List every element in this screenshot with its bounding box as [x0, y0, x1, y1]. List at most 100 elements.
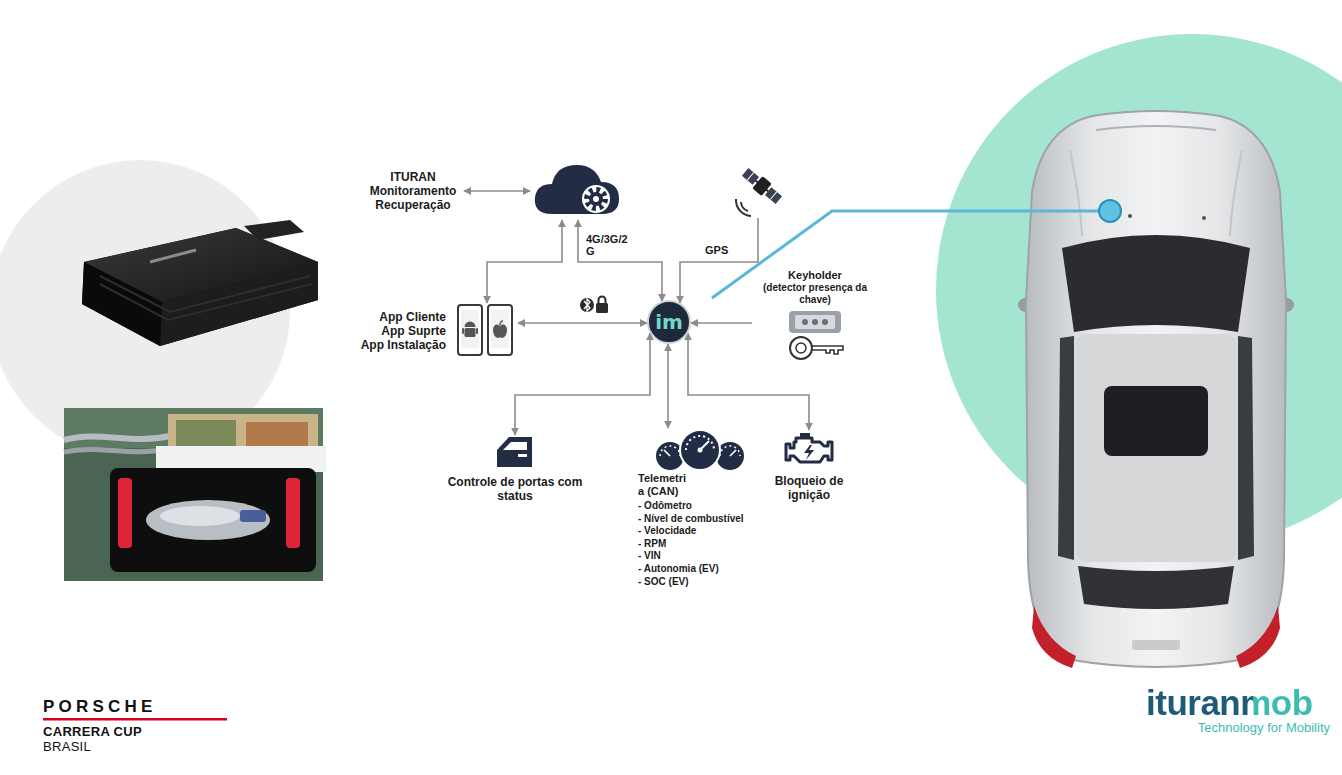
drawing-part [752, 176, 771, 196]
connector-arrow [518, 322, 647, 324]
drawing-part [593, 196, 599, 202]
cloud-icon [530, 160, 622, 220]
node-text: - Velocidade [638, 525, 780, 538]
drawing-part [82, 228, 318, 346]
drawing-part [589, 192, 603, 206]
drawing-part [1076, 334, 1236, 562]
drawing-part [1026, 111, 1286, 667]
drawing-part [582, 185, 610, 213]
drawing-part [802, 319, 808, 325]
drawing-part [1238, 336, 1254, 560]
im-hub: im [647, 300, 691, 344]
drawing-part [596, 303, 608, 313]
install-dot [1099, 200, 1121, 222]
connector-arrow [464, 190, 530, 192]
drawing-part [796, 343, 806, 353]
text-column: Telemetri a (CAN) - Odômetro- Nível de co… [620, 472, 780, 588]
node-text: App Cliente App Suprte App Instalação [358, 310, 446, 352]
drawing-part [587, 190, 605, 208]
company-logo: ituranmob [1146, 683, 1313, 723]
drawing-part [1230, 150, 1242, 236]
node-text: ITURAN Monitoramento Recuperação [362, 170, 464, 212]
connector-arrow [680, 218, 758, 303]
satellite-icon [733, 166, 783, 218]
connector-arrow [487, 220, 562, 303]
keyholder-photo [64, 408, 326, 581]
drawing-part [100, 284, 312, 320]
drawing-part [1202, 216, 1206, 220]
drawing-part [740, 166, 783, 206]
drawing-part [118, 478, 132, 548]
connector-arrow [691, 322, 752, 324]
drawing-part [747, 173, 753, 181]
node-text: - Odômetro [638, 500, 780, 513]
drawing-part [584, 299, 590, 311]
drawing-part [497, 437, 532, 467]
keyholder-icon [783, 309, 847, 363]
lock-icon [596, 297, 608, 314]
node-text: - RPM [638, 538, 780, 551]
app-node: App Cliente App Suprte App Instalação [358, 303, 518, 357]
text-node: ITURAN Monitoramento Recuperação [362, 170, 464, 212]
brand-wordmark: PORSCHE [43, 697, 156, 717]
phones-icon [456, 303, 514, 357]
node-text: Keyholder [752, 269, 878, 282]
drawing-part [800, 433, 810, 438]
drawing-part [730, 450, 736, 456]
drawing-part [150, 250, 196, 262]
drawing-part [741, 202, 748, 211]
drawing-part [160, 262, 318, 346]
drawing-part [246, 422, 308, 448]
ignition-node: Bloqueio de ignição [768, 430, 850, 502]
drawing-part [462, 328, 464, 334]
drawing-part [822, 319, 828, 325]
drawing-part [1132, 640, 1180, 650]
drawing-part [82, 262, 162, 346]
node-text: Bloqueio de ignição [768, 474, 850, 502]
drawing-part [64, 408, 323, 581]
drawing-part [720, 446, 740, 456]
drawing-part [680, 430, 720, 470]
door-icon [495, 435, 535, 469]
text-column: App Cliente App Suprte App Instalação [358, 310, 446, 352]
drawing-part [1104, 386, 1208, 456]
drawing-part [64, 436, 170, 440]
drawing-part [789, 311, 841, 333]
brand-subtitle: BRASIL [43, 739, 91, 754]
car-top-view [1018, 111, 1294, 668]
brand-rule [43, 718, 227, 721]
brand-subtitle: CARRERA CUP [43, 724, 142, 739]
drawing-part [160, 506, 240, 526]
drawing-part [812, 346, 843, 354]
node-text: - VIN [638, 550, 780, 563]
gauges-icon [652, 428, 748, 472]
drawing-part [64, 448, 170, 452]
drawing-part [1062, 235, 1250, 332]
node-text: Controle de portas com status [437, 475, 593, 503]
drawing-part [458, 305, 482, 355]
drawing-part [146, 500, 270, 540]
keyholder-node: Keyholder(detector presença da chave) [752, 269, 878, 363]
drawing-part [1128, 214, 1132, 218]
node-text: - Nível de combustível [638, 513, 780, 526]
telemetry-node: Telemetri a (CAN) - Odômetro- Nível de co… [620, 428, 780, 588]
drawing-part [461, 310, 479, 348]
drawing-part [493, 325, 507, 338]
drawing-part [660, 446, 680, 456]
satellite-icon [733, 166, 783, 218]
drawing-part [176, 420, 236, 450]
node-text: (detector presença da chave) [752, 282, 878, 306]
drawing-part [1070, 150, 1082, 236]
drawing-part [465, 328, 476, 337]
drawing-part [580, 298, 594, 312]
drawing-part [1096, 126, 1216, 130]
node-text: Telemetri a (CAN) [638, 472, 694, 498]
connector-arrow [515, 333, 650, 435]
drawing-part [110, 468, 316, 572]
drawing-part [786, 438, 832, 462]
connector-arrow [578, 220, 662, 301]
edge-label: 4G/3G/2 G [586, 233, 632, 257]
drawing-part [664, 450, 670, 456]
